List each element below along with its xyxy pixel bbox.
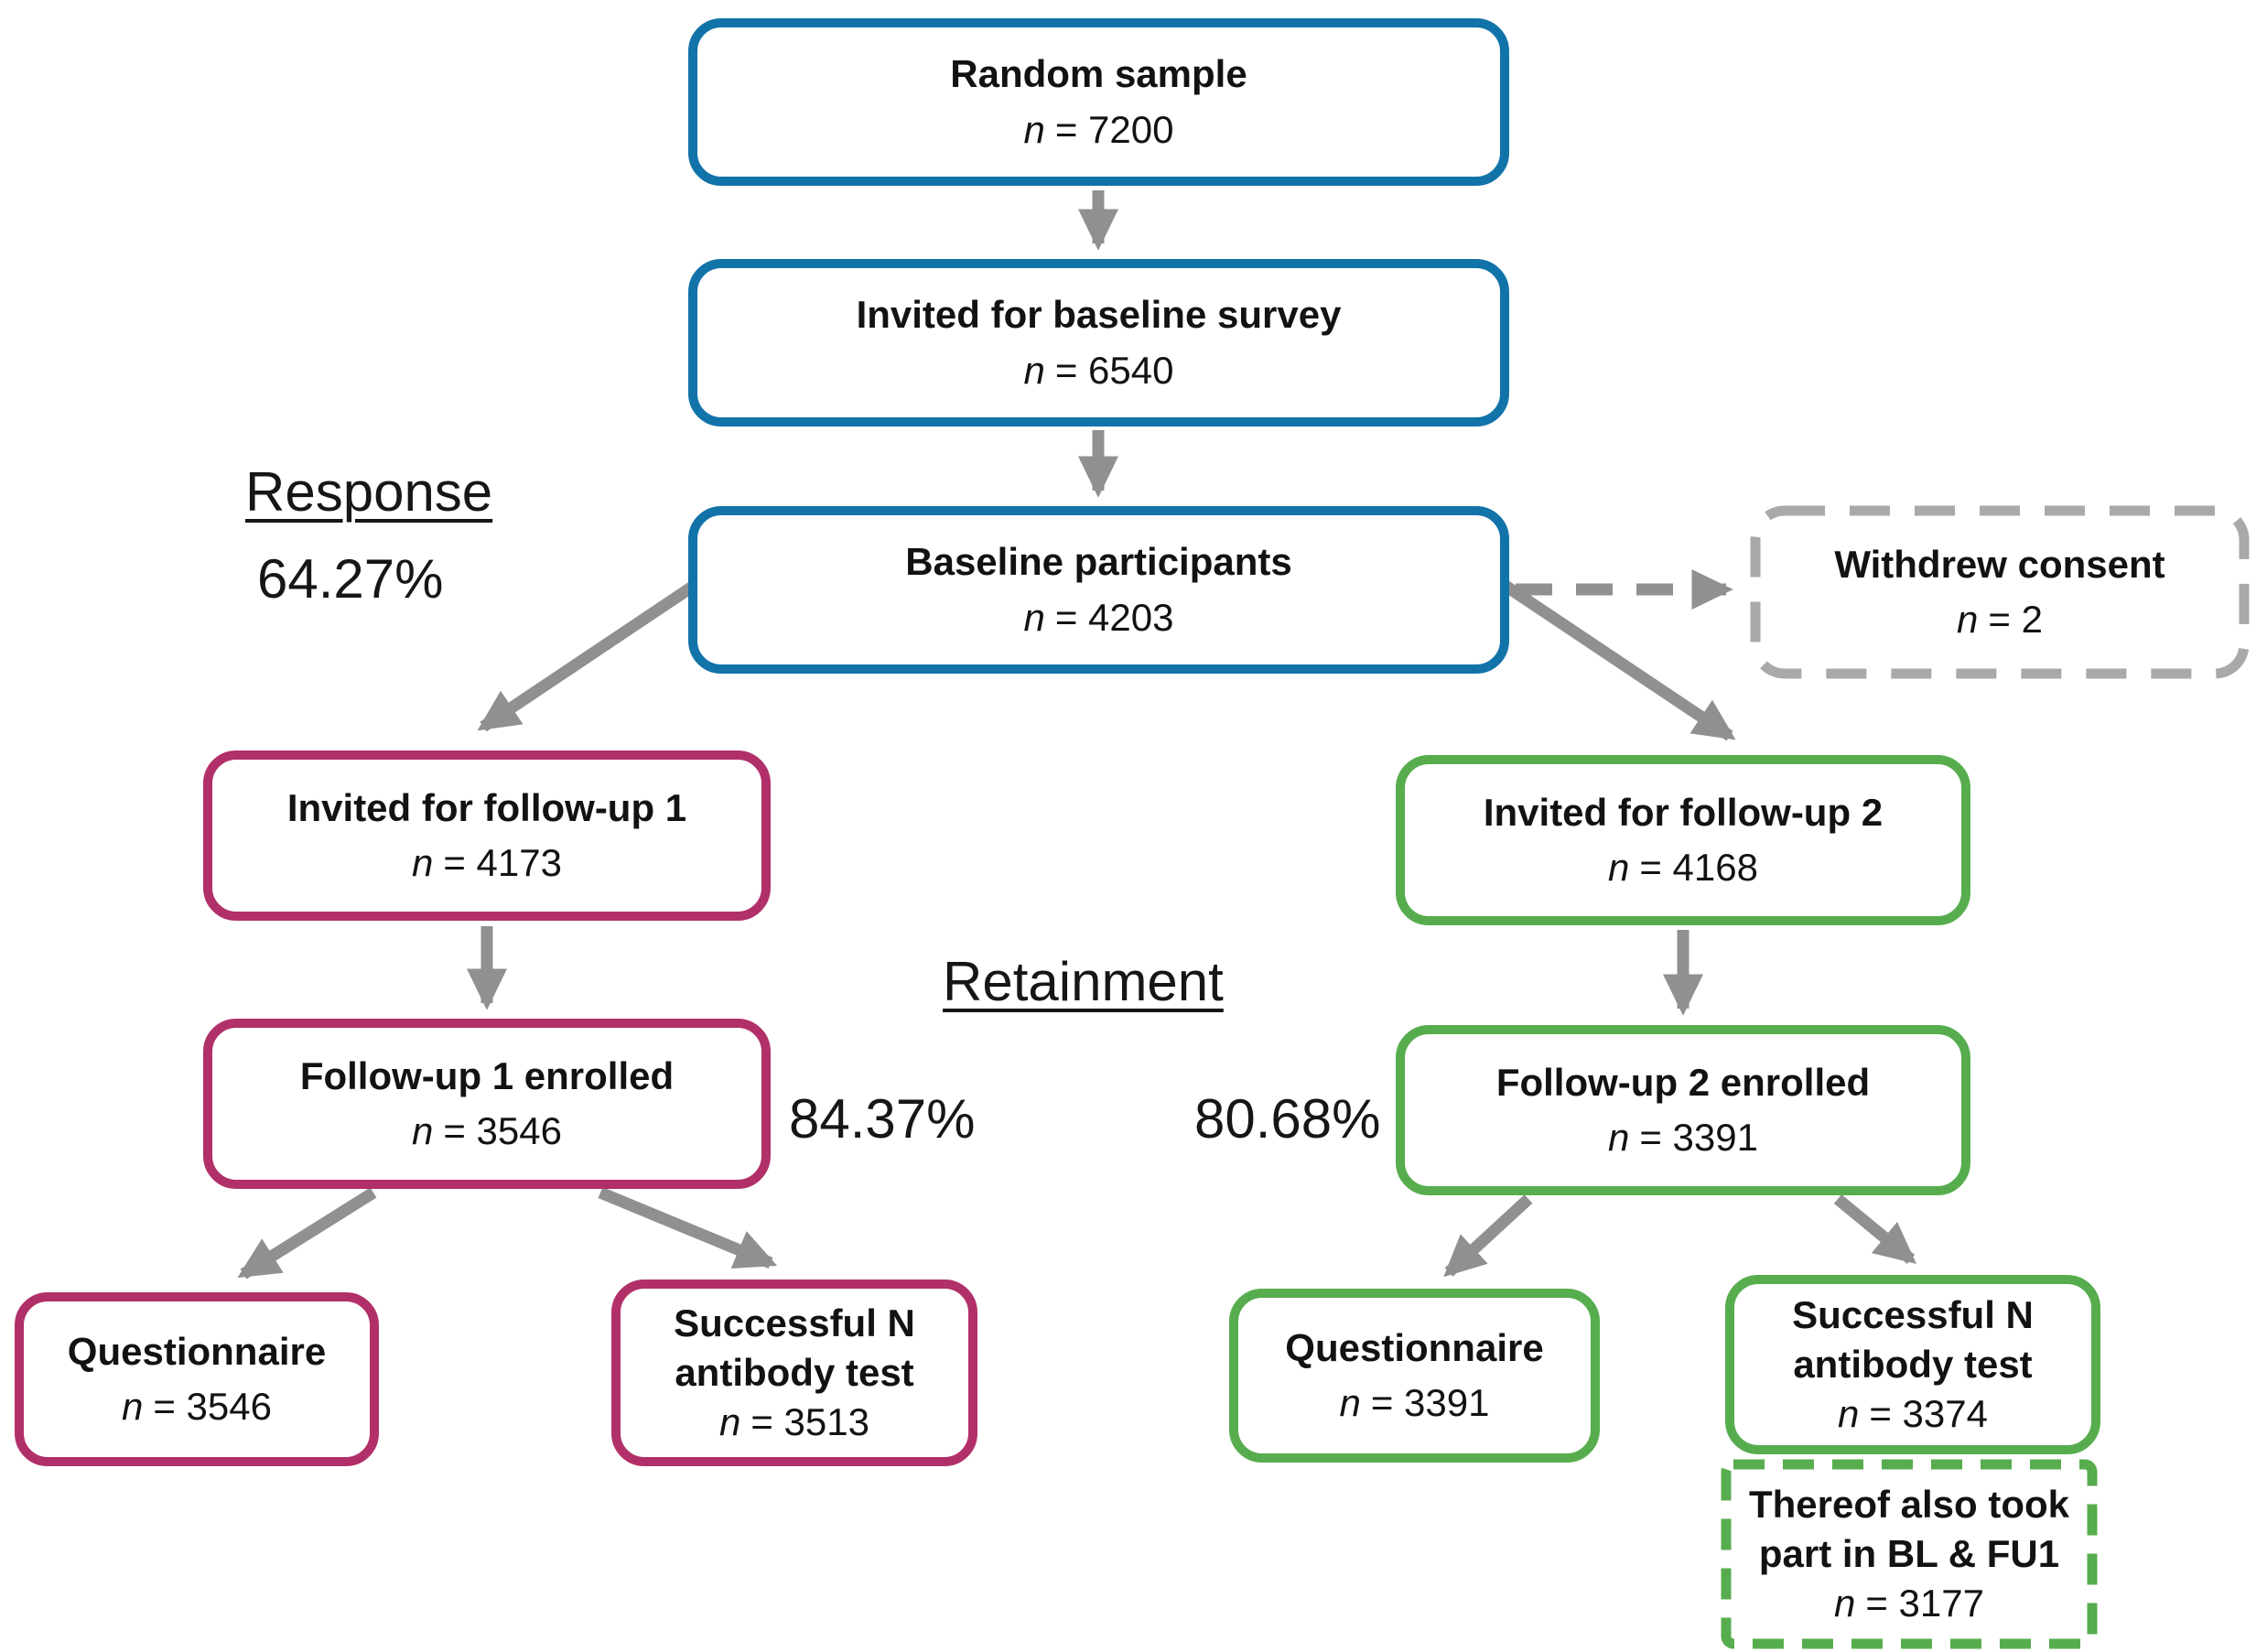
n-value: = 4203 [1054, 595, 1174, 639]
node-invited-followup1: Invited for follow-up 1 n= 4173 [203, 750, 771, 921]
node-random-sample: Random sample n= 7200 [688, 18, 1509, 186]
node-antibody-test-fu1: Successful N antibody test n= 3513 [611, 1279, 977, 1466]
n-value: = 3513 [750, 1400, 869, 1444]
node-invited-baseline: Invited for baseline survey n= 6540 [688, 259, 1509, 426]
n-symbol: n [1608, 846, 1630, 889]
node-count: n= 3546 [122, 1385, 272, 1429]
n-value: = 3391 [1639, 1116, 1758, 1159]
n-value: = 6540 [1054, 348, 1174, 392]
node-count: n= 3177 [1834, 1582, 1984, 1625]
n-value: = 3374 [1869, 1392, 1988, 1436]
arrow-fu2-enrolled-to-antibody [1833, 1193, 1917, 1265]
node-followup2-enrolled: Follow-up 2 enrolled n= 3391 [1396, 1025, 1970, 1195]
response-rate-title: Response [245, 461, 493, 523]
arrow-participants-to-invited-fu1 [477, 580, 697, 732]
node-count: n= 3513 [719, 1400, 869, 1444]
node-count: n= 4168 [1608, 846, 1758, 890]
n-symbol: n [412, 1109, 434, 1152]
n-symbol: n [412, 841, 434, 884]
n-symbol: n [1023, 348, 1045, 392]
thereof-dashed-border [1721, 1459, 2098, 1649]
node-count: n= 2 [1957, 598, 2043, 642]
node-count: n= 3546 [412, 1109, 562, 1153]
node-title: Questionnaire [67, 1329, 327, 1373]
n-symbol: n [1608, 1116, 1630, 1159]
node-title: Questionnaire [1285, 1325, 1544, 1369]
withdrew-consent-dashed-border [1750, 505, 2250, 679]
node-title: Follow-up 1 enrolled [299, 1053, 675, 1097]
node-followup1-enrolled: Follow-up 1 enrolled n= 3546 [203, 1019, 771, 1189]
n-symbol: n [1957, 598, 1979, 641]
arrow-fu1-enrolled-to-questionnaire [237, 1187, 377, 1279]
response-rate-value: 64.27% [257, 548, 444, 610]
n-value: = 3177 [1865, 1582, 1984, 1625]
node-title: Baseline participants [905, 540, 1292, 584]
n-symbol: n [1339, 1381, 1361, 1424]
n-value: = 4173 [443, 841, 562, 884]
node-questionnaire-fu1: Questionnaire n= 3546 [15, 1292, 379, 1466]
node-title-line1: Thereof also took [1748, 1482, 2070, 1526]
n-value: = 3391 [1370, 1381, 1490, 1424]
node-title-line1: Successful N [674, 1301, 915, 1344]
retainment-fu1-value: 84.37% [789, 1088, 976, 1150]
node-antibody-test-fu2: Successful N antibody test n= 3374 [1725, 1275, 2100, 1454]
node-thereof-bl-fu1: Thereof also took part in BL & FU1 n= 31… [1726, 1464, 2092, 1644]
node-title: Invited for follow-up 2 [1483, 790, 1884, 834]
retainment-title: Retainment [943, 951, 1224, 1012]
n-symbol: n [719, 1400, 741, 1444]
node-title-line2: part in BL & FU1 [1758, 1531, 2060, 1575]
n-symbol: n [1838, 1392, 1860, 1436]
node-count: n= 3391 [1340, 1381, 1490, 1425]
node-count: n= 7200 [1024, 108, 1174, 152]
arrow-fu1-enrolled-to-antibody [598, 1186, 778, 1269]
n-symbol: n [1834, 1582, 1856, 1625]
retainment-fu2-value: 80.68% [1194, 1088, 1381, 1150]
node-count: n= 3391 [1608, 1116, 1758, 1160]
node-count: n= 6540 [1024, 349, 1174, 393]
node-title: Invited for baseline survey [856, 293, 1342, 337]
n-symbol: n [122, 1385, 144, 1428]
n-value: = 3546 [443, 1109, 562, 1152]
n-symbol: n [1023, 107, 1045, 151]
n-symbol: n [1023, 595, 1045, 639]
node-count: n= 4203 [1024, 596, 1174, 640]
n-value: = 3546 [153, 1385, 272, 1428]
arrow-participants-to-invited-fu2 [1502, 580, 1736, 741]
node-title: Random sample [950, 52, 1247, 96]
arrow-fu2-enrolled-to-questionnaire [1443, 1194, 1533, 1278]
node-invited-followup2: Invited for follow-up 2 n= 4168 [1396, 755, 1970, 925]
n-value: = 2 [1988, 598, 2043, 641]
node-title-line2: antibody test [675, 1350, 914, 1394]
node-title: Withdrew consent [1834, 542, 2165, 586]
n-value: = 7200 [1054, 107, 1174, 151]
node-withdrew-consent: Withdrew consent n= 2 [1755, 511, 2244, 674]
node-title-line2: antibody test [1793, 1342, 2033, 1386]
node-title: Follow-up 2 enrolled [1495, 1060, 1871, 1104]
node-title-line1: Successful N [1792, 1292, 2034, 1336]
n-value: = 4168 [1639, 846, 1758, 889]
node-questionnaire-fu2: Questionnaire n= 3391 [1229, 1289, 1600, 1463]
node-count: n= 4173 [412, 841, 562, 885]
node-count: n= 3374 [1838, 1392, 1988, 1436]
node-baseline-participants: Baseline participants n= 4203 [688, 506, 1509, 674]
node-title: Invited for follow-up 1 [286, 785, 687, 829]
